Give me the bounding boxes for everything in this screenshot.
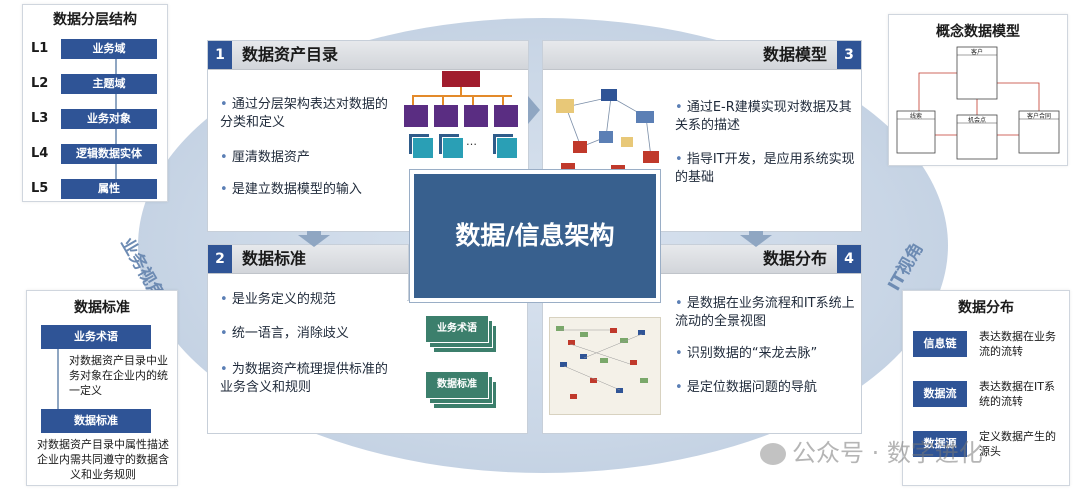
level-bar: 业务对象: [61, 109, 157, 129]
stack-business-terms: 业务术语: [425, 315, 501, 359]
bullet: 统一语言，消除歧义: [220, 325, 410, 343]
level-label: L4: [31, 146, 49, 161]
stack-data-standards: 数据标准: [425, 371, 501, 415]
level-bar: 主题域: [61, 74, 157, 94]
panel-number: 3: [837, 41, 861, 69]
arrow-down-left: [298, 231, 330, 247]
arrow-down-right: [740, 231, 772, 247]
entity-opportunity: 机会点: [968, 116, 986, 124]
panel-header: 1 数据资产目录: [208, 41, 528, 70]
wechat-icon: [760, 443, 786, 465]
tag-business-terms: 业务术语: [41, 325, 151, 349]
entity-customer: 客户: [971, 48, 983, 56]
level-label: L3: [31, 111, 49, 126]
layers-title: 数据分层结构: [53, 12, 137, 28]
tag-info-chain: 信息链: [913, 331, 967, 357]
ellipsis: …: [466, 135, 477, 148]
distribution-box-title: 数据分布: [958, 300, 1014, 316]
tag-data-standards: 数据标准: [41, 409, 151, 433]
panel-title: 数据资产目录: [242, 45, 339, 64]
desc-info-chain: 表达数据在业务流的流转: [979, 330, 1056, 358]
bullet: 为数据资产梳理提供标准的业务含义和规则: [220, 361, 400, 397]
watermark: 公众号 · 数字进化: [760, 433, 983, 468]
data-layers-box: 数据分层结构 L1 业务域 L2 主题域 L3 业务对象 L4 逻辑数据实体 L…: [22, 4, 168, 202]
panel-number: 2: [208, 245, 232, 273]
panel-data-standards-extension: 业务术语 数据标准: [407, 300, 528, 434]
center-title-box: 数据/信息架构: [410, 170, 660, 302]
panel-number: 1: [208, 41, 232, 69]
level-label: L2: [31, 76, 49, 91]
level-bar: 逻辑数据实体: [61, 144, 157, 164]
desc-data-flow: 表达数据在IT系统的流转: [979, 380, 1055, 408]
concept-model-box: 概念数据模型 客户 线索 机会点 客户合同: [888, 14, 1068, 166]
distribution-map-illustration: [549, 317, 661, 415]
bullet: 是业务定义的规范: [220, 291, 410, 309]
bullet: 识别数据的“来龙去脉”: [675, 345, 855, 363]
tag-data-flow: 数据流: [913, 381, 967, 407]
bullet: 通过E-R建模实现对数据及其关系的描述: [675, 99, 855, 135]
panel-title: 数据模型: [762, 45, 827, 64]
panel-header: 数据模型 3: [543, 41, 861, 70]
data-standards-box: 数据标准 业务术语 对数据资产目录中业务对象在企业内的统一定义 数据标准 对数据…: [26, 290, 178, 486]
bullet: 厘清数据资产: [220, 149, 400, 167]
bullet: 通过分层架构表达对数据的分类和定义: [220, 96, 400, 132]
data-distribution-box: 数据分布 信息链 表达数据在业务流的流转 数据流 表达数据在IT系统的流转 数据…: [902, 290, 1070, 486]
panel-title: 数据分布: [762, 249, 827, 268]
desc-business-terms: 对数据资产目录中业务对象在企业内的统一定义: [69, 354, 168, 397]
panel-data-standards: 2 数据标准 是业务定义的规范 统一语言，消除歧义 为数据资产梳理提供标准的业务…: [207, 244, 409, 434]
arrow-right: [528, 96, 540, 124]
level-label: L5: [31, 181, 49, 196]
bullet: 指导IT开发，是应用系统实现的基础: [675, 151, 855, 187]
level-bar: 属性: [61, 179, 157, 199]
panel-title: 数据标准: [242, 249, 307, 268]
desc-data-source: 定义数据产生的源头: [979, 430, 1056, 458]
bullet: 是定位数据问题的导航: [675, 379, 855, 397]
standards-box-title: 数据标准: [74, 300, 130, 316]
concept-model-title: 概念数据模型: [936, 24, 1020, 40]
er-diagram: 客户 线索 机会点 客户合同: [896, 46, 1060, 160]
panel-data-asset-catalog: 1 数据资产目录 通过分层架构表达对数据的分类和定义 厘清数据资产 是建立数据模…: [207, 40, 529, 232]
tag-data-source: 数据源: [913, 431, 967, 457]
level-label: L1: [31, 41, 49, 56]
desc-data-standards: 对数据资产目录中属性描述企业内需共同遵守的数据含义和业务规则: [37, 438, 169, 481]
entity-lead: 线索: [910, 112, 922, 120]
bullet: 是数据在业务流程和IT系统上流动的全景视图: [675, 295, 855, 331]
panel-header: 2 数据标准: [208, 245, 408, 274]
level-bar: 业务域: [61, 39, 157, 59]
panel-number: 4: [837, 245, 861, 273]
bullet: 是建立数据模型的输入: [220, 181, 400, 199]
hierarchy-illustration: …: [404, 71, 519, 201]
entity-customer-contract: 客户合同: [1027, 112, 1051, 120]
